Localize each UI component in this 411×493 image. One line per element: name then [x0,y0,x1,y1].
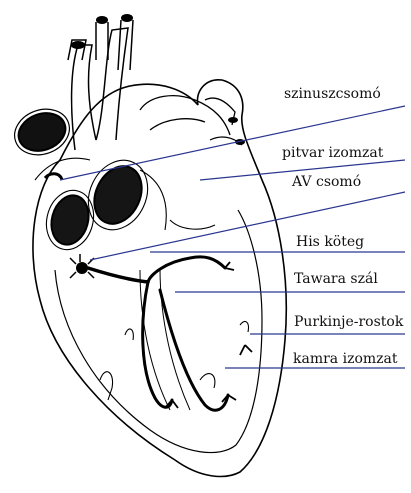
label-purkinje-fibers: Purkinje-rostok [294,314,403,330]
label-sa-node: szinuszcsomó [284,86,381,102]
vessel-opening-3 [121,14,133,22]
purkinje-fibers [165,262,252,408]
tricuspid-opening [46,191,94,249]
his-bundle [88,268,148,282]
mitral-opening [85,159,150,232]
label-av-node: AV csomó [292,174,361,190]
sa-node [45,174,62,180]
label-atrial-muscle: pitvar izomzat [282,145,383,161]
label-tawara-branch: Tawara szál [294,271,378,287]
pulmonary-trunk [140,96,230,135]
label-his-bundle: His köteg [296,234,364,250]
vessel-opening-2 [96,16,108,24]
pulmonary-vein-opening-upper [228,117,238,123]
vessel-opening-1 [71,41,85,49]
av-node [76,262,88,274]
papillary-muscle-left [100,372,113,400]
ventricle-inner-wall [55,210,262,453]
papillary-muscle-right [200,374,215,388]
tawara-branch-left [143,282,172,407]
left-bundle-branch [148,257,225,282]
label-ventricle-muscle: kamra izomzat [293,351,398,367]
